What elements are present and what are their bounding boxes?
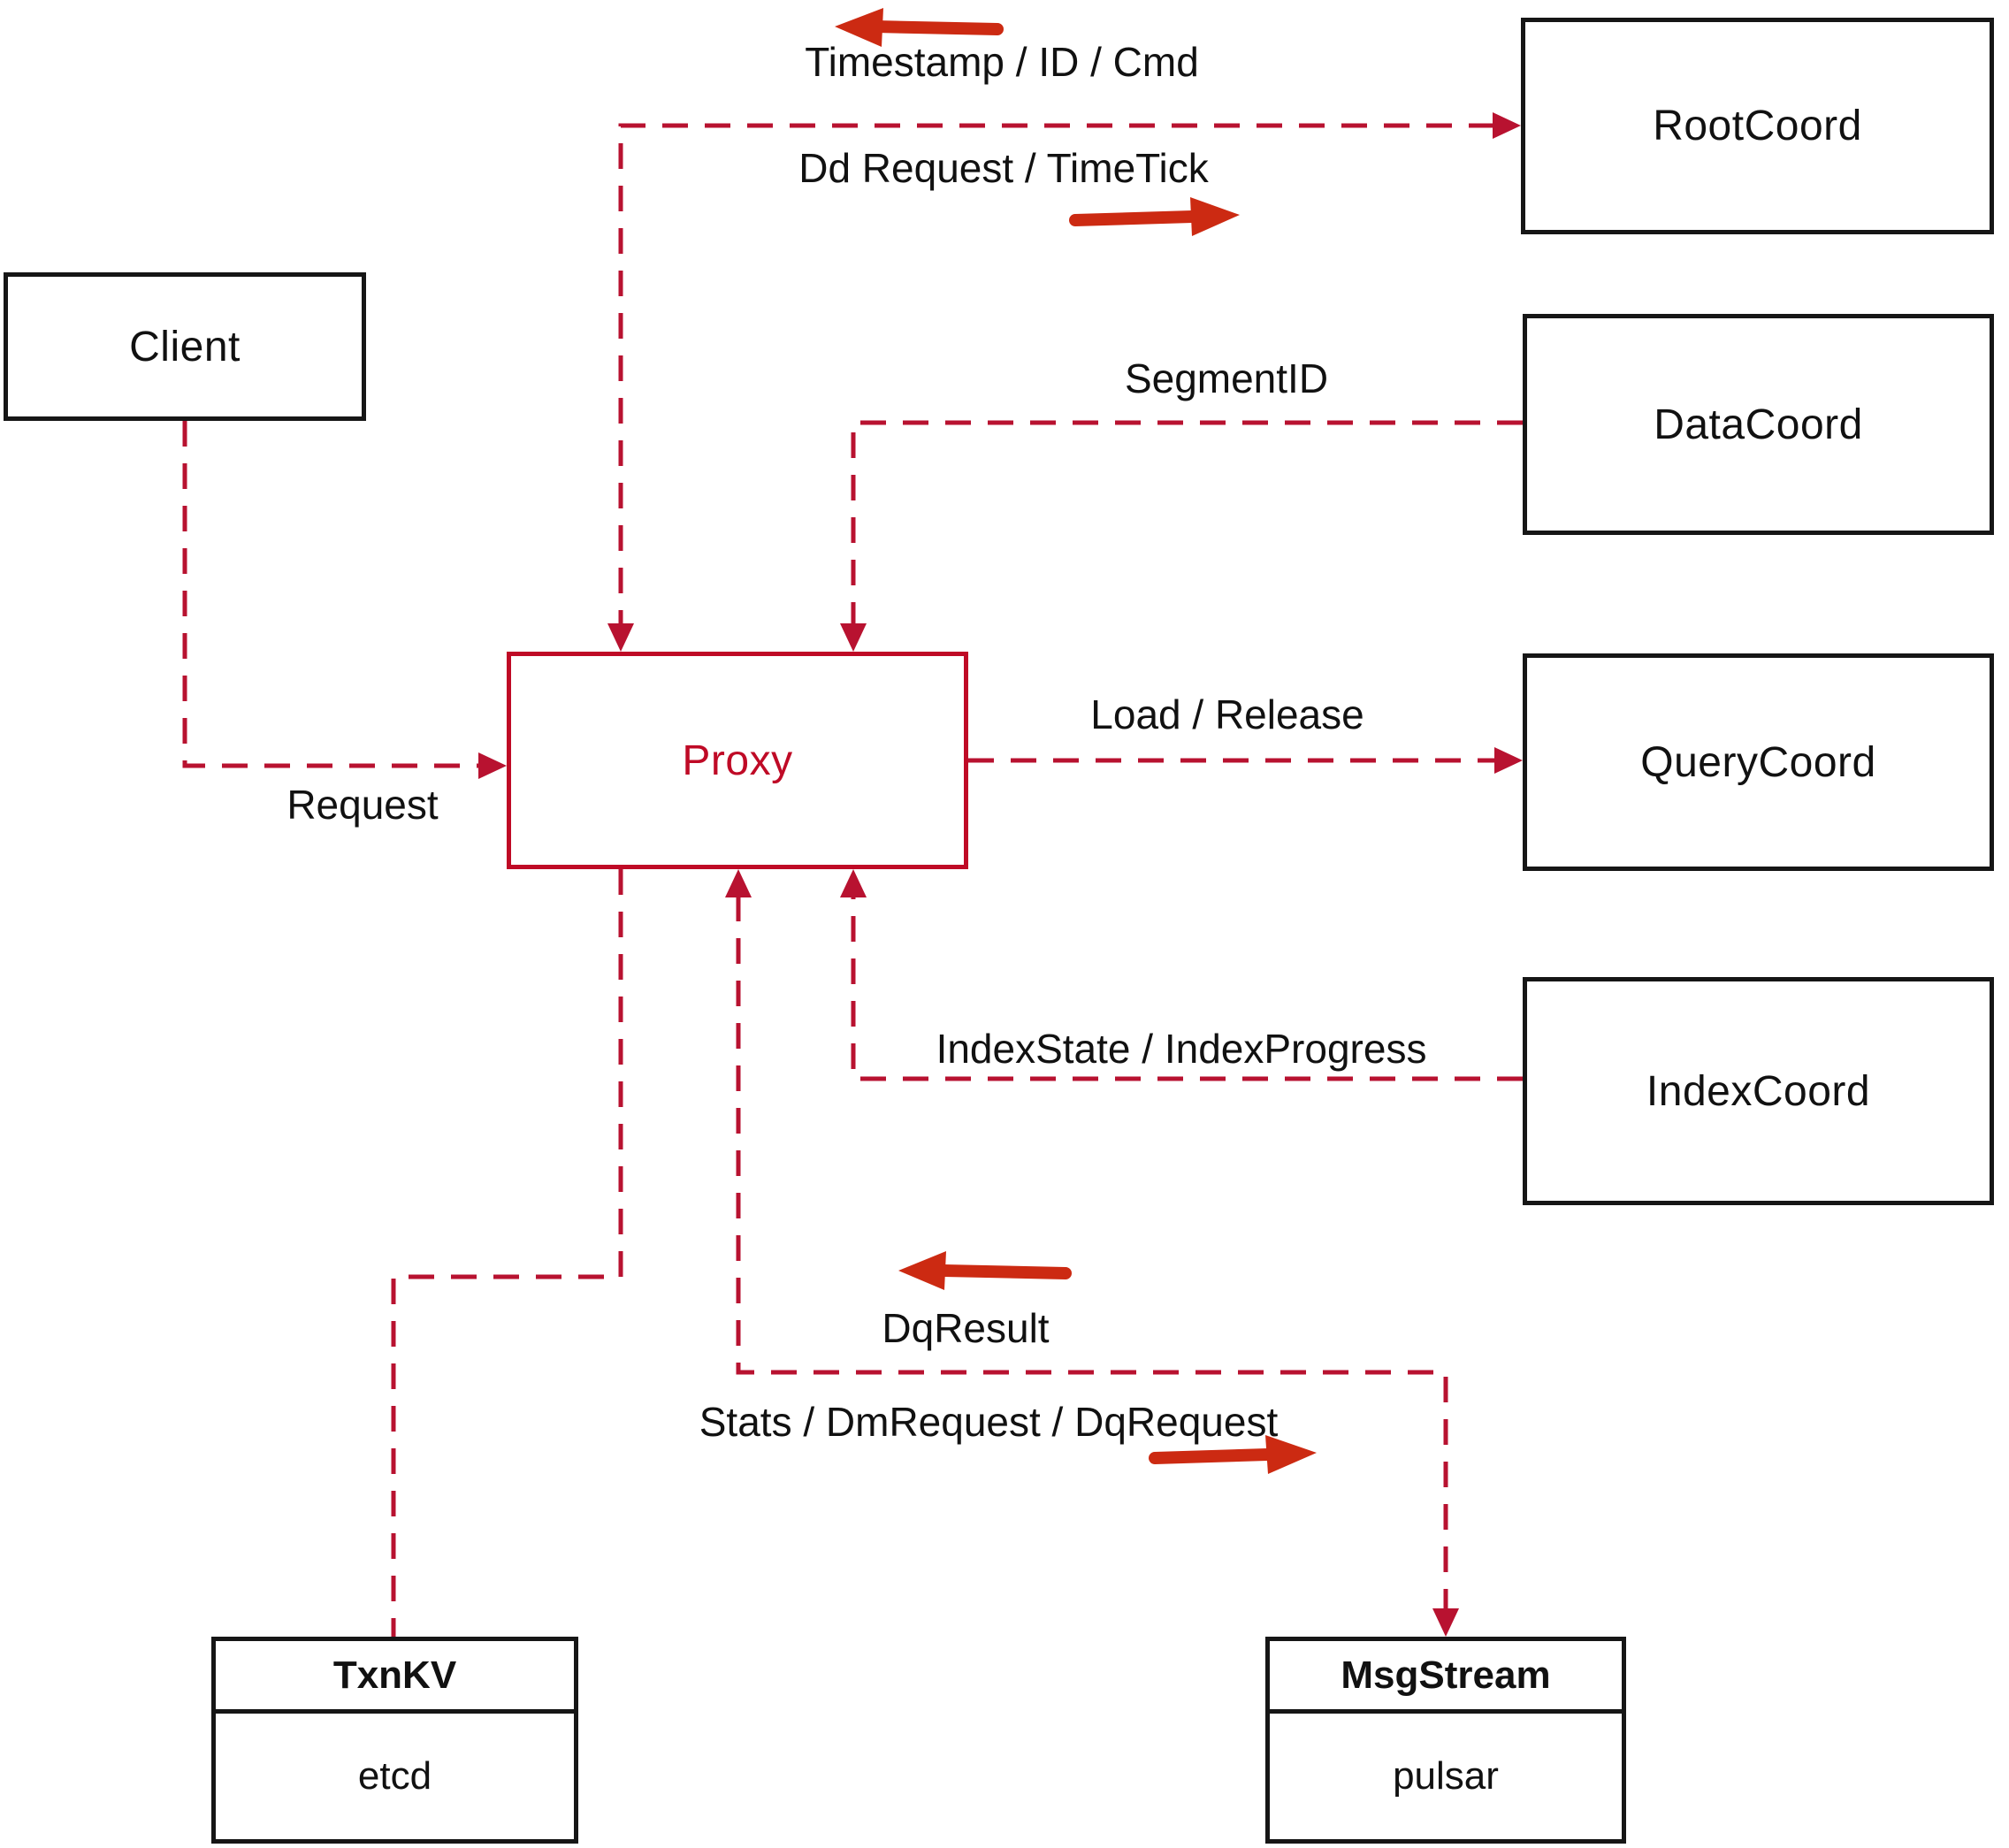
edge-label-dd-request-timetick: Dd Request / TimeTick <box>798 145 1209 191</box>
node-querycoord-label: QueryCoord <box>1640 738 1876 786</box>
connector-proxy-rootcoord <box>618 123 1494 625</box>
edge-label-request: Request <box>286 782 439 828</box>
node-txnkv: TxnKV etcd <box>211 1637 578 1844</box>
node-proxy-label: Proxy <box>682 737 793 784</box>
node-client-label: Client <box>129 323 241 370</box>
node-datacoord: DataCoord <box>1523 314 1994 535</box>
node-msgstream-title: MsgStream <box>1270 1641 1622 1714</box>
node-msgstream-impl: pulsar <box>1393 1754 1499 1798</box>
arrowhead-into-rootcoord <box>1493 112 1521 139</box>
connector-datacoord-proxy <box>851 420 1523 625</box>
node-txnkv-title: TxnKV <box>216 1641 574 1714</box>
arrowhead-into-querycoord <box>1494 747 1523 774</box>
edge-label-segment-id: SegmentID <box>1124 355 1329 401</box>
node-msgstream: MsgStream pulsar <box>1265 1637 1626 1844</box>
edge-label-stats-dm-dq: Stats / DmRequest / DqRequest <box>699 1399 1279 1445</box>
edge-label-dq-result: DqResult <box>882 1305 1050 1351</box>
edge-label-load-release: Load / Release <box>1090 691 1364 737</box>
node-rootcoord: RootCoord <box>1521 18 1994 234</box>
arrowhead-into-proxy-top-right <box>840 623 867 652</box>
node-txnkv-impl: etcd <box>357 1754 432 1798</box>
arrowhead-into-proxy-bottom-mid <box>725 869 752 897</box>
edge-label-timestamp-id-cmd: Timestamp / ID / Cmd <box>805 39 1199 85</box>
arrow-left-icon <box>898 1251 1072 1290</box>
node-client: Client <box>4 272 366 421</box>
arrow-left-icon <box>835 8 1004 47</box>
node-proxy: Proxy <box>507 652 968 869</box>
arrowhead-into-msgstream <box>1432 1608 1459 1637</box>
node-indexcoord-label: IndexCoord <box>1646 1067 1871 1115</box>
arrowhead-into-proxy-bottom-right <box>840 869 867 897</box>
connector-proxy-msgstream <box>736 896 1448 1610</box>
arrow-right-icon <box>1069 197 1240 236</box>
edge-label-index-state-progress: IndexState / IndexProgress <box>936 1026 1427 1072</box>
connector-client-proxy <box>182 421 480 768</box>
node-datacoord-label: DataCoord <box>1654 401 1863 448</box>
arrowhead-into-proxy-top-left <box>607 623 634 652</box>
connector-proxy-txnkv <box>391 869 623 1637</box>
node-querycoord: QueryCoord <box>1523 653 1994 871</box>
node-rootcoord-label: RootCoord <box>1653 103 1862 149</box>
arrow-right-icon <box>1149 1435 1317 1474</box>
arrowhead-into-proxy-left <box>478 752 507 779</box>
connector-indexcoord-proxy <box>851 896 1523 1081</box>
node-indexcoord: IndexCoord <box>1523 977 1994 1205</box>
